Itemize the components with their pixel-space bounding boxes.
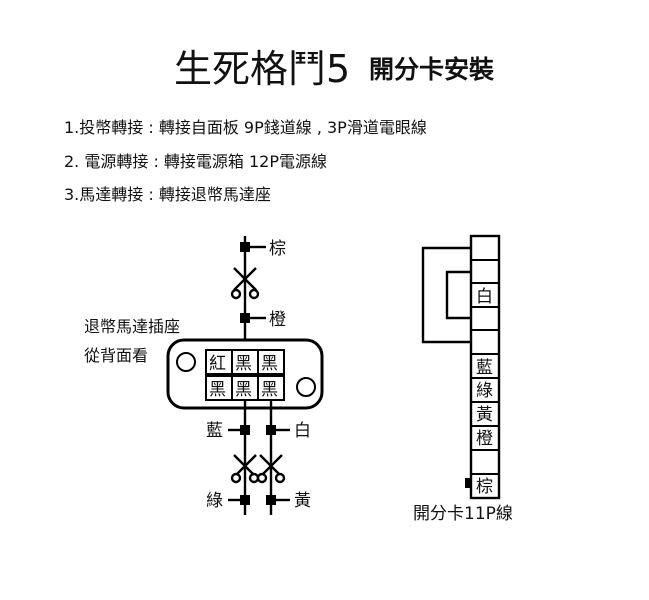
pin-label: 黑	[235, 354, 252, 374]
connector-brown	[240, 242, 250, 252]
connector-green	[240, 495, 250, 505]
pin-label: 紅	[209, 354, 226, 374]
pin-marker	[465, 478, 471, 488]
motor-labels: 棕 橙 退幣馬達插座 從背面看 藍 白 綠 黃 紅 黑 黑 黑 黑 黑	[84, 239, 311, 511]
jumper-inner	[445, 270, 471, 320]
label-wire-yellow: 黃	[294, 491, 311, 511]
connector-yellow	[266, 495, 276, 505]
motor-caption-2: 從背面看	[84, 346, 148, 365]
pin-label: 黑	[209, 380, 226, 400]
pin-label: 黑	[261, 354, 278, 374]
label-wire-green: 綠	[206, 491, 223, 511]
pin-label: 黑	[235, 380, 252, 400]
connector-white	[266, 425, 276, 435]
connector-body	[469, 234, 501, 500]
card-label-brown: 棕	[476, 477, 493, 497]
jumper-outer	[421, 246, 471, 344]
card-label-green: 綠	[476, 381, 493, 401]
card-labels: 白 藍 綠 黃 橙 棕 開分卡11P線	[413, 287, 513, 524]
page-title: 生死格鬥5	[174, 47, 351, 91]
socket-hole-right	[296, 377, 316, 397]
label-wire-brown: 棕	[269, 239, 286, 259]
motor-caption-1: 退幣馬達插座	[84, 317, 180, 336]
card-label-yellow: 黃	[476, 405, 493, 425]
connector-blue	[240, 425, 250, 435]
step-power-adapter: 2. 電源轉接 : 轉接電源箱 12P電源線	[64, 152, 328, 171]
step-motor-adapter: 3.馬達轉接 : 轉接退幣馬達座	[64, 185, 271, 204]
card-caption: 開分卡11P線	[413, 504, 513, 524]
label-wire-orange: 橙	[269, 310, 286, 330]
page-subtitle: 開分卡安裝	[369, 55, 495, 84]
card-label-orange: 橙	[476, 429, 493, 449]
motor-socket-wiring	[166, 236, 324, 515]
card-label-white: 白	[476, 287, 493, 307]
label-wire-white: 白	[294, 421, 311, 441]
connector-orange	[240, 313, 250, 323]
pin-label: 黑	[261, 380, 278, 400]
card-11p-connector	[421, 234, 501, 500]
label-wire-blue: 藍	[206, 421, 223, 441]
socket-hole-left	[176, 352, 196, 372]
card-label-blue: 藍	[476, 358, 493, 378]
step-coin-adapter: 1.投幣轉接 : 轉接自面板 9P錢道線 , 3P滑道電眼線	[64, 118, 427, 137]
